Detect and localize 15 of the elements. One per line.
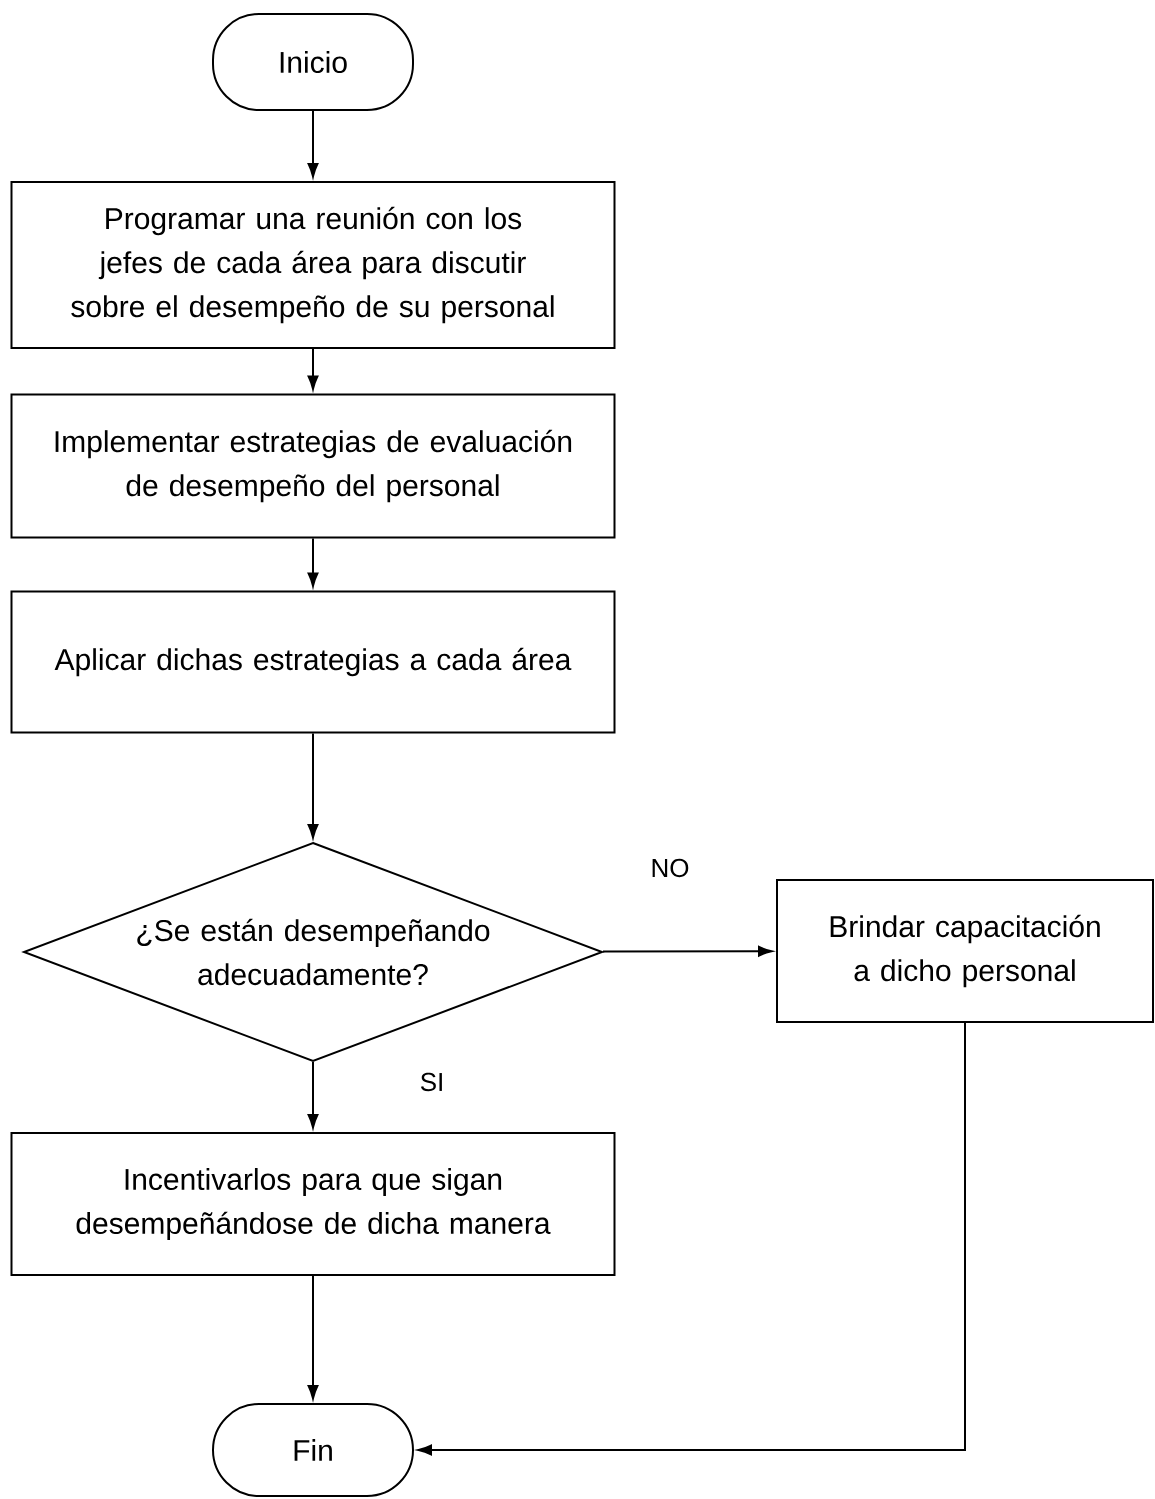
arrow: [307, 348, 319, 390]
arrow: [307, 110, 319, 178]
arrow: [307, 1275, 319, 1400]
arrow: [307, 537, 319, 587]
edge-label: SI: [417, 1070, 447, 1094]
arrow: [307, 1061, 319, 1129]
process-box: Aplicar dichas estrategias a cada área: [10, 590, 616, 734]
process-box: Brindar capacitación a dicho personal: [776, 879, 1154, 1023]
arrow: [307, 732, 319, 839]
edge-label: NO: [648, 856, 692, 880]
process-box: Incentivarlos para que sigan desempeñándose de dicha manera: [10, 1132, 616, 1276]
arrow: [417, 1022, 966, 1456]
process-box: Implementar estrategias de evaluación de desempeño del personal: [10, 393, 616, 539]
arrow: [602, 945, 773, 957]
process-box: Programar una reunión con los jefes de cada área para discutir sobre el desempeño de su personal: [10, 181, 616, 349]
